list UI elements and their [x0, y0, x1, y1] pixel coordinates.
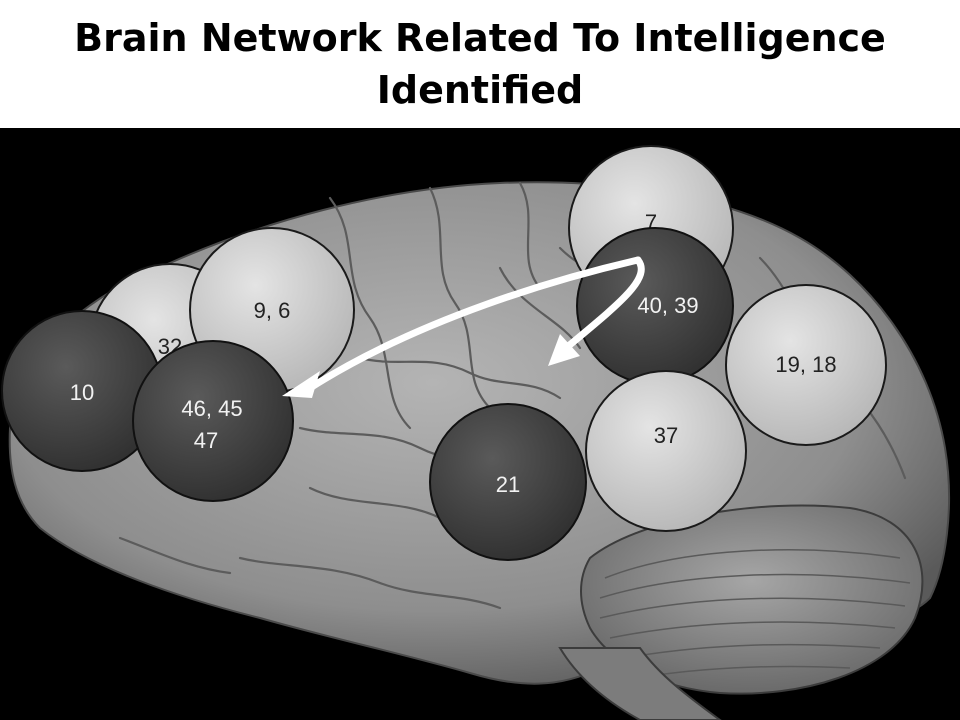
title-band: Brain Network Related To Intelligence Id…	[0, 0, 960, 128]
cerebellum-folia	[599, 549, 911, 677]
arrow-to-temporal	[562, 256, 645, 352]
region-40-39: 40, 39	[576, 227, 734, 385]
region-label: 40, 39	[637, 293, 698, 318]
region-37: 37	[585, 370, 747, 532]
region-46-45-47: 46, 45 47	[132, 340, 294, 502]
region-label: 10	[70, 380, 94, 405]
region-19-18: 19, 18	[725, 284, 887, 446]
brain-diagram: 7 40, 39 19, 18 37 21 32 9, 6 10	[0, 128, 960, 720]
region-label: 37	[654, 423, 678, 448]
brain-figure: 7 40, 39 19, 18 37 21 32 9, 6 10	[0, 128, 960, 720]
parietal-frontal-arrows	[282, 256, 645, 398]
region-label-line-2: 47	[194, 428, 218, 453]
region-label: 19, 18	[775, 352, 836, 377]
page-title: Brain Network Related To Intelligence Id…	[74, 16, 886, 112]
arrow-to-frontal	[306, 256, 642, 392]
arrow-head-temporal	[548, 334, 580, 366]
region-label-line-1: 46, 45	[181, 396, 242, 421]
brainstem	[558, 647, 722, 720]
cerebellum	[580, 504, 924, 695]
region-21: 21	[429, 403, 587, 561]
arrow-head-frontal	[282, 371, 320, 398]
region-label: 9, 6	[254, 298, 291, 323]
region-label: 21	[496, 472, 520, 497]
